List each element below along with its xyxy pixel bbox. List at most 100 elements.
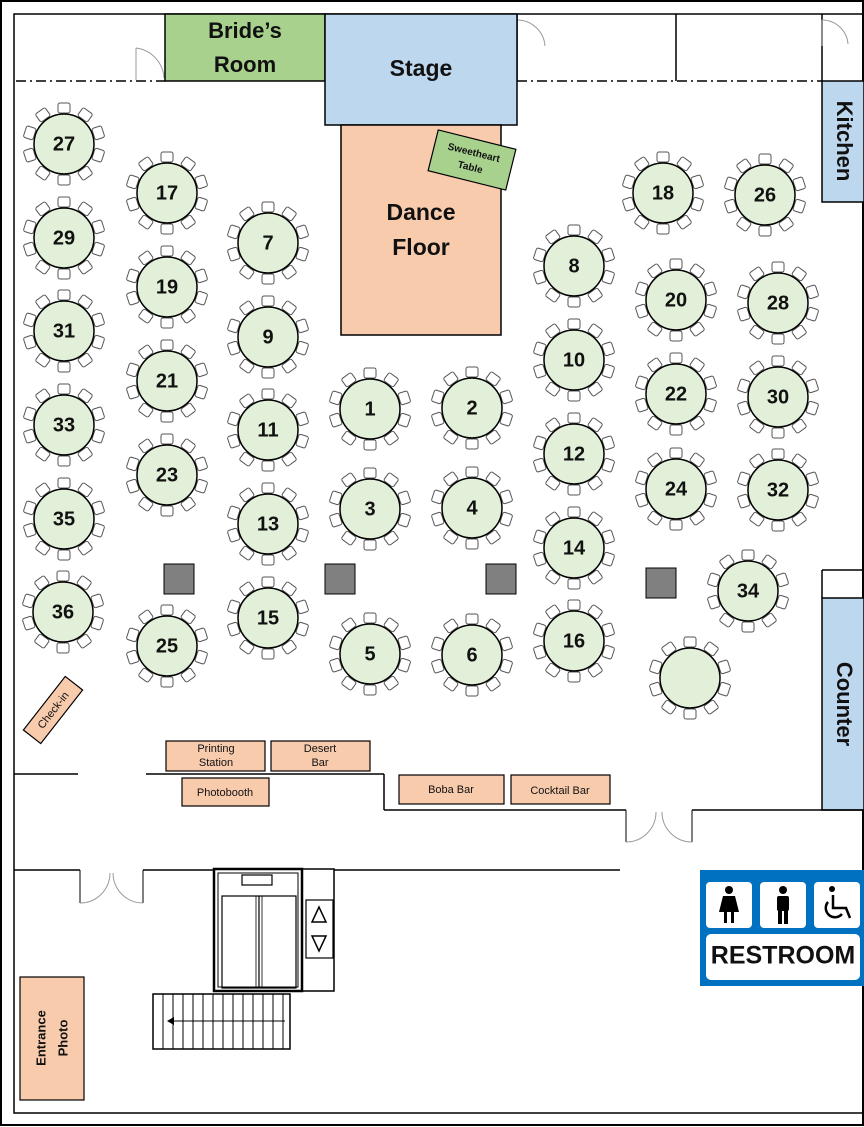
chair (56, 642, 70, 654)
chair (736, 158, 752, 174)
guest-table: 32 (737, 448, 819, 532)
chair (669, 258, 683, 270)
chair (35, 388, 51, 404)
chair (397, 390, 411, 406)
restroom-sign: RESTROOM (700, 870, 864, 986)
chair (22, 615, 36, 631)
guest-table: 34 (707, 549, 789, 633)
chair (57, 174, 71, 186)
chair (57, 477, 71, 489)
chair (239, 451, 255, 467)
table-number: 17 (156, 182, 178, 204)
chair (227, 599, 241, 615)
guest-table: 27 (23, 102, 105, 186)
boba-bar (398, 774, 505, 805)
chair (676, 156, 692, 172)
chair (23, 219, 37, 235)
chair (77, 388, 93, 404)
table-top (543, 517, 605, 579)
table-top (237, 587, 299, 649)
table-number: 36 (52, 601, 74, 623)
table-number: 5 (364, 643, 375, 665)
chair (587, 662, 603, 678)
table-number: 18 (652, 182, 674, 204)
chair (661, 699, 677, 715)
table-top (543, 423, 605, 485)
chair (239, 393, 255, 409)
chair (23, 334, 37, 350)
guest-table: 4 (431, 466, 513, 550)
chair (160, 505, 174, 517)
chair (775, 572, 789, 588)
table-top (136, 256, 198, 318)
chair (77, 201, 93, 217)
chair (281, 451, 297, 467)
chair (485, 371, 501, 387)
chair (239, 264, 255, 280)
chair (545, 417, 561, 433)
chair (77, 107, 93, 123)
counter-label: Counter (832, 662, 857, 747)
chair (499, 658, 513, 674)
chair (791, 511, 807, 527)
table-number: 32 (767, 479, 789, 501)
chair (533, 247, 547, 263)
chair (138, 438, 154, 454)
chair (126, 478, 140, 494)
chair (194, 290, 208, 306)
chair (465, 438, 479, 450)
table-number: 33 (53, 414, 75, 436)
chair (805, 284, 819, 300)
chair (719, 612, 735, 628)
table-top (237, 306, 299, 368)
table-number: 27 (53, 133, 75, 155)
entrance-photo-label-line2: Photo (55, 1020, 70, 1057)
chair (23, 406, 37, 422)
chair (545, 323, 561, 339)
chair (138, 609, 154, 625)
guest-table: 12 (533, 412, 615, 496)
table-top (441, 477, 503, 539)
chair (180, 344, 196, 360)
guest-table: 3 (329, 467, 411, 551)
entrance-photo-label-line1: Entrance (33, 1010, 48, 1066)
chair (227, 340, 241, 356)
chair (329, 412, 343, 428)
chair (383, 472, 399, 488)
chair (295, 505, 309, 521)
table-top (136, 615, 198, 677)
table-top (339, 623, 401, 685)
chair (545, 604, 561, 620)
chair (194, 196, 208, 212)
chair (587, 323, 603, 339)
table-number: 34 (737, 580, 760, 602)
chair (431, 489, 445, 505)
guest-table: 22 (635, 352, 717, 436)
chair (689, 357, 705, 373)
chair (737, 284, 751, 300)
chair (533, 363, 547, 379)
chair (717, 659, 731, 675)
guest-table: 17 (126, 151, 208, 235)
chair (180, 308, 196, 324)
up-arrow-icon (310, 905, 328, 923)
chair (669, 330, 683, 342)
chair (634, 214, 650, 230)
chair (707, 594, 721, 610)
guest-table (649, 636, 731, 720)
table-top (33, 300, 95, 362)
table-top (136, 444, 198, 506)
table-top (32, 581, 94, 643)
chair (91, 500, 105, 516)
guest-table: 30 (737, 355, 819, 439)
chair (737, 400, 751, 416)
guest-table: 24 (635, 447, 717, 531)
guest-table: 9 (227, 295, 309, 379)
chair (160, 676, 174, 688)
chair (465, 366, 479, 378)
chair (567, 484, 581, 496)
door (821, 19, 849, 46)
chair (443, 529, 459, 545)
chair (791, 266, 807, 282)
chair (587, 511, 603, 527)
